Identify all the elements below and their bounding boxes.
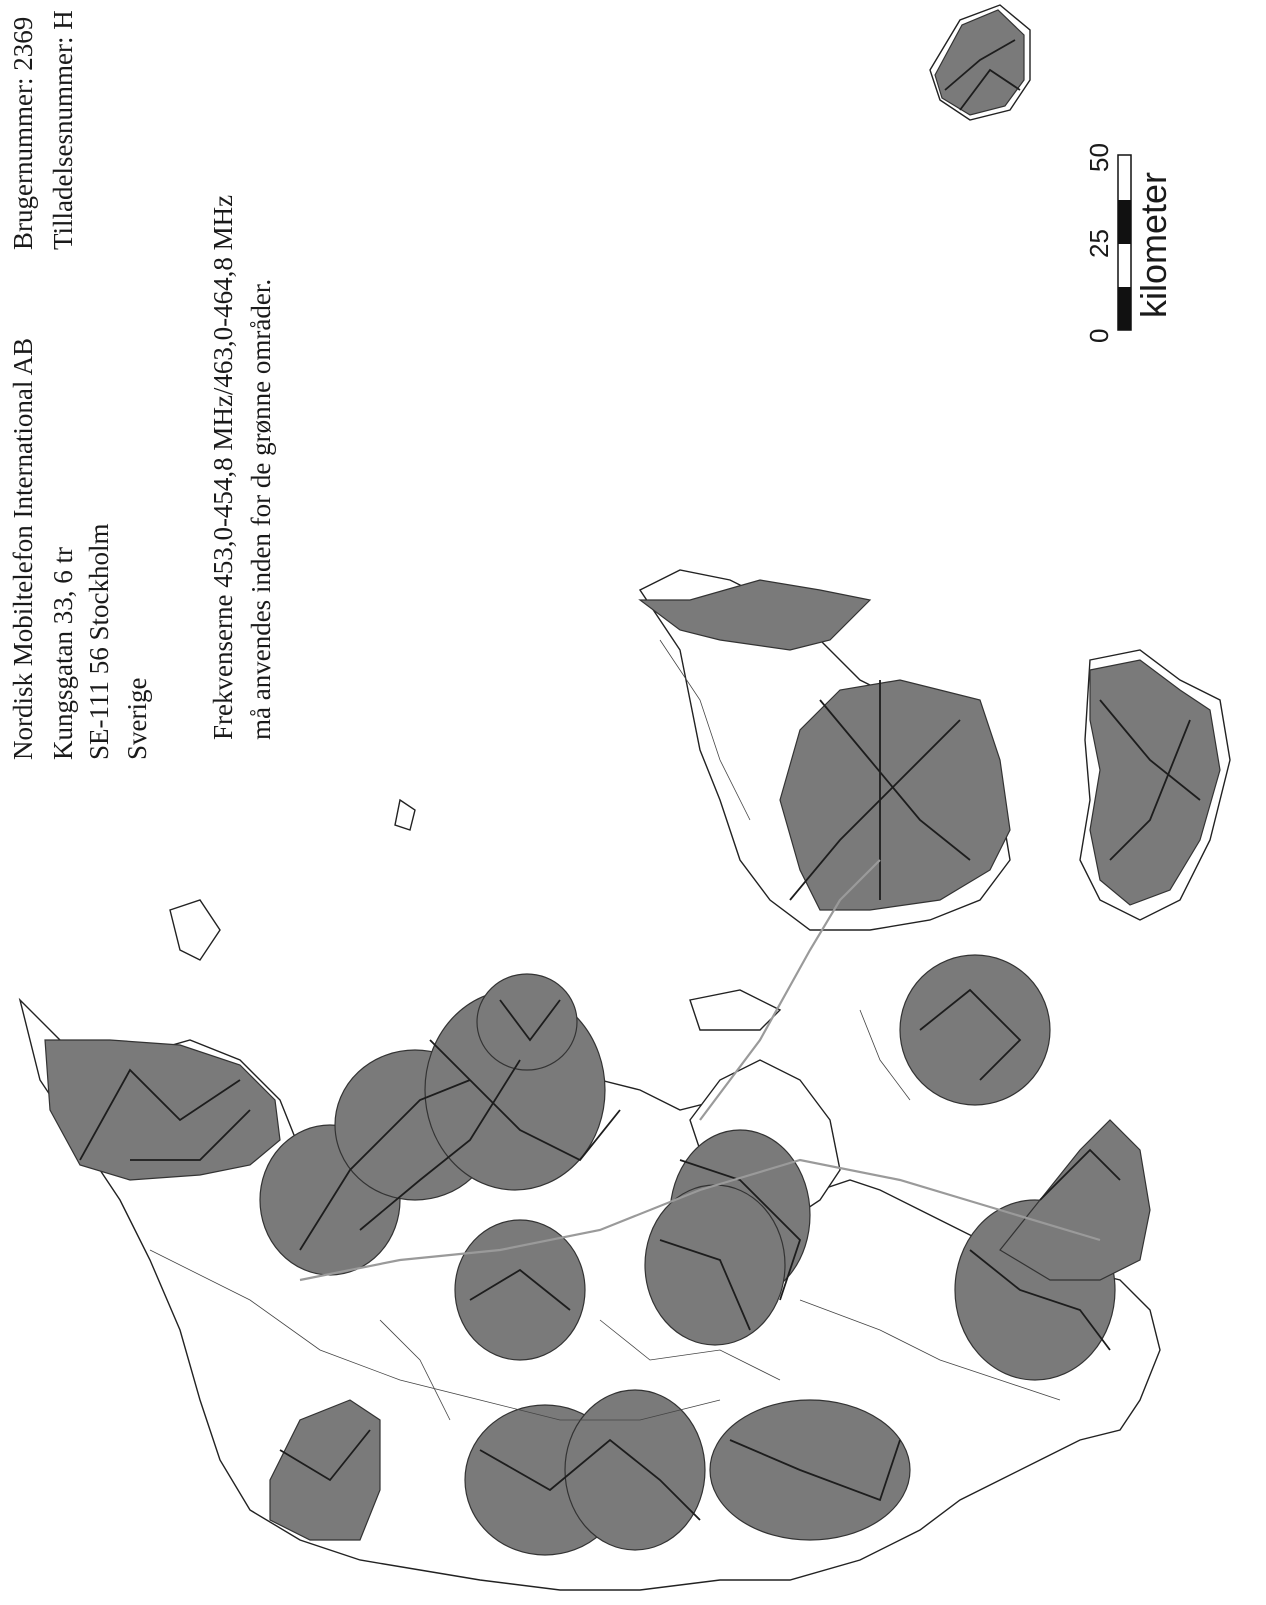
scale-unit-label: kilometer	[1133, 171, 1174, 318]
operator-city: SE-111 56 Stockholm	[84, 523, 114, 760]
operator-country: Sverige	[122, 677, 152, 760]
coverage-area-thisted	[269, 1399, 381, 1541]
operator-street: Kungsgatan 33, 6 tr	[48, 547, 78, 760]
permit-number: Tilladelsesnummer: H	[48, 10, 78, 250]
scale-bar-segment-1	[1118, 200, 1131, 244]
coverage-area-herning	[644, 1184, 786, 1346]
land-laeso	[169, 899, 221, 961]
scale-tick-0: 0	[1084, 328, 1114, 343]
scale-tick-25: 25	[1084, 229, 1114, 258]
road-network	[79, 39, 1201, 1521]
land-anholt	[394, 798, 416, 831]
frequency-note-line1: Frekvenserne 453,0-454,8 MHz/463,0-464,8…	[208, 194, 238, 740]
coverage-area-copenhagen	[638, 579, 872, 651]
coverage-area-funen	[899, 954, 1051, 1106]
coverage-area-bornholm	[934, 9, 1025, 116]
land-samso	[689, 989, 782, 1031]
frequency-note-line2: må anvendes inden for de grønne områder.	[246, 278, 276, 740]
coverage-area-ringkobing	[709, 1399, 911, 1541]
coverage-area-skagen	[44, 1039, 281, 1181]
coverage-area-zealand	[779, 679, 1011, 911]
operator-name: Nordisk Mobiltelefon International AB	[8, 337, 38, 760]
coverage-area-lolland-falster	[1089, 659, 1221, 906]
coverage-area-viborg	[454, 1219, 586, 1361]
user-number: Brugernummer: 2369	[8, 16, 38, 250]
scale-tick-50: 50	[1084, 143, 1114, 172]
scale-bar-segment-0	[1118, 287, 1131, 330]
coverage-area-thy	[476, 973, 578, 1071]
scale-bar	[1117, 154, 1132, 331]
coverage-area-holstebro	[564, 1389, 706, 1551]
coverage-area-sonderjylland	[999, 1119, 1151, 1281]
